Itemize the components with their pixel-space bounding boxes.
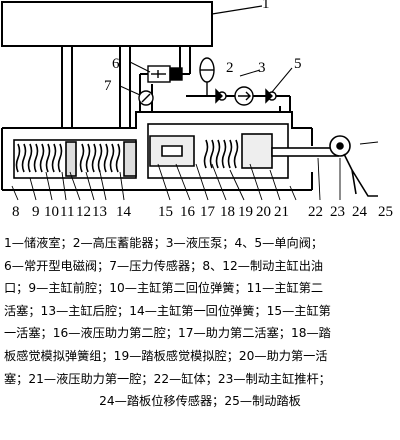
label-12: 12 xyxy=(76,204,91,220)
label-10: 10 xyxy=(44,204,59,220)
spring-14 xyxy=(79,143,121,173)
check-valve-4-icon xyxy=(215,88,227,104)
pressure-sensor-icon xyxy=(138,90,154,106)
fluid-reservoir xyxy=(1,1,213,47)
label-25: 25 xyxy=(378,204,393,220)
accumulator-icon xyxy=(199,57,215,96)
legend-line-2: 6—常开型电磁阀；7—压力传感器；8、12—制动主缸出油 xyxy=(4,258,324,273)
label-2: 2 xyxy=(226,60,234,76)
booster-first-piston xyxy=(241,133,273,169)
master-first-piston xyxy=(123,141,137,177)
label-17: 17 xyxy=(200,204,216,220)
label-3: 3 xyxy=(258,60,266,76)
label-11: 11 xyxy=(60,204,74,220)
legend-line-6: 板感觉模拟弹簧组；19—踏板感觉模拟腔；20—助力第一活 xyxy=(4,348,328,363)
label-6: 6 xyxy=(112,56,120,72)
label-7: 7 xyxy=(104,78,112,94)
label-22: 22 xyxy=(308,204,323,220)
spring-18 xyxy=(203,139,239,169)
label-14: 14 xyxy=(116,204,132,220)
legend: 1—储液室；2—高压蓄能器；3—液压泵；4、5—单向阀； 6—常开型电磁阀；7—… xyxy=(0,232,400,440)
legend-line-7: 塞；21—液压助力第一腔；22—缸体；23—制动主缸推杆； xyxy=(4,371,331,386)
legend-line-5: 一活塞；16—液压助力第二腔；17—助力第二活塞；18—踏 xyxy=(4,326,331,341)
label-20: 20 xyxy=(256,204,271,220)
label-1: 1 xyxy=(262,0,270,12)
label-18: 18 xyxy=(220,204,235,220)
brake-pedal-icon xyxy=(343,153,378,197)
label-21: 21 xyxy=(274,204,289,220)
spring-10 xyxy=(15,143,63,173)
label-13: 13 xyxy=(92,204,107,220)
legend-line-3: 口；9—主缸前腔；10—主缸第二回位弹簧；11—主缸第二 xyxy=(4,281,324,296)
solenoid-valve-icon xyxy=(147,65,183,83)
legend-line-1: 1—储液室；2—高压蓄能器；3—液压泵；4、5—单向阀； xyxy=(4,236,324,250)
master-second-piston xyxy=(65,141,77,177)
cylinder-body xyxy=(1,111,313,191)
label-23: 23 xyxy=(330,204,345,220)
label-19: 19 xyxy=(238,204,253,220)
label-15: 15 xyxy=(158,204,173,220)
booster-second-piston xyxy=(149,135,195,167)
label-5: 5 xyxy=(294,56,302,72)
legend-line-8: 24—踏板位移传感器；25—制动踏板 xyxy=(99,394,301,409)
label-24: 24 xyxy=(352,204,368,220)
legend-line-4: 活塞；13—主缸后腔；14—主缸第一回位弹簧；15—主缸第 xyxy=(4,303,331,318)
label-16: 16 xyxy=(180,204,196,220)
label-9: 9 xyxy=(32,204,40,220)
pump-icon xyxy=(234,86,254,106)
push-rod xyxy=(271,147,339,157)
check-valve-5-icon xyxy=(265,88,277,104)
label-8: 8 xyxy=(12,204,20,220)
